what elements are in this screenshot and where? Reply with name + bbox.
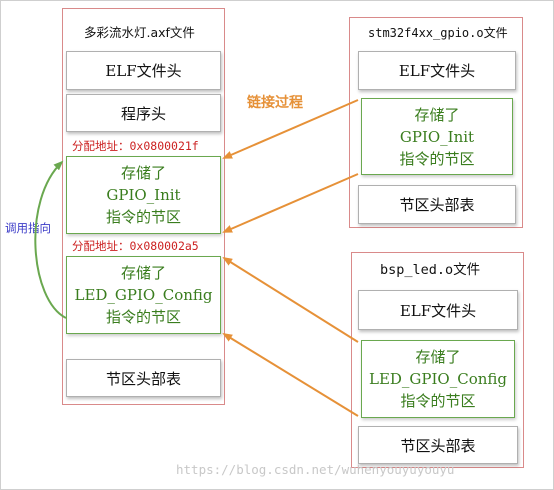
link-arrow-gpio-bottom <box>222 173 359 233</box>
link-arrow-gpio-top <box>222 99 359 159</box>
axf-led-line2: LED_GPIO_Config <box>74 286 213 304</box>
gpio-o-file-title: stm32f4xx_gpio.o文件 <box>368 26 508 40</box>
led-o-elf-header: ELF文件头 <box>358 290 518 330</box>
watermark: https://blog.csdn.net/wuhenyouyuyouyu <box>176 462 455 477</box>
axf-addr-gpio: 分配地址：0x0800021f <box>72 139 199 153</box>
axf-addr-led: 分配地址：0x080002a5 <box>72 239 199 253</box>
axf-gpio-line3: 指令的节区 <box>105 208 181 226</box>
led-o-line3: 指令的节区 <box>400 392 476 410</box>
axf-gpio-line1: 存储了 <box>120 164 166 182</box>
led-o-file-title: bsp_led.o文件 <box>380 262 481 278</box>
led-o-section-table: 节区头部表 <box>358 426 518 464</box>
axf-elf-header: ELF文件头 <box>66 51 221 90</box>
gpio-o-line3: 指令的节区 <box>399 149 475 168</box>
led-o-line1: 存储了 <box>415 348 461 366</box>
gpio-o-line2: GPIO_Init <box>399 127 475 146</box>
axf-section-table: 节区头部表 <box>66 359 221 397</box>
led-o-line2: LED_GPIO_Config <box>368 370 507 388</box>
link-arrow-led-top <box>222 256 359 343</box>
gpio-o-section-table: 节区头部表 <box>358 185 516 224</box>
led-o-section: 存储了 LED_GPIO_Config 指令的节区 <box>361 340 515 418</box>
gpio-o-elf-header: ELF文件头 <box>358 51 516 90</box>
gpio-o-section: 存储了 GPIO_Init 指令的节区 <box>361 98 513 175</box>
axf-led-line3: 指令的节区 <box>105 308 181 326</box>
axf-led-line1: 存储了 <box>120 264 166 282</box>
gpio-o-line1: 存储了 <box>414 105 460 124</box>
axf-program-header: 程序头 <box>66 94 221 132</box>
call-pointer-label: 调用指向 <box>5 221 51 235</box>
call-arrow <box>34 160 67 319</box>
axf-led-section: 存储了 LED_GPIO_Config 指令的节区 <box>66 256 221 334</box>
link-arrow-led-bottom <box>222 332 359 417</box>
axf-gpio-section: 存储了 GPIO_Init 指令的节区 <box>66 156 221 234</box>
axf-file-title: 多彩流水灯.axf文件 <box>84 25 195 40</box>
link-process-label: 链接过程 <box>247 95 303 111</box>
axf-gpio-line2: GPIO_Init <box>106 186 181 204</box>
